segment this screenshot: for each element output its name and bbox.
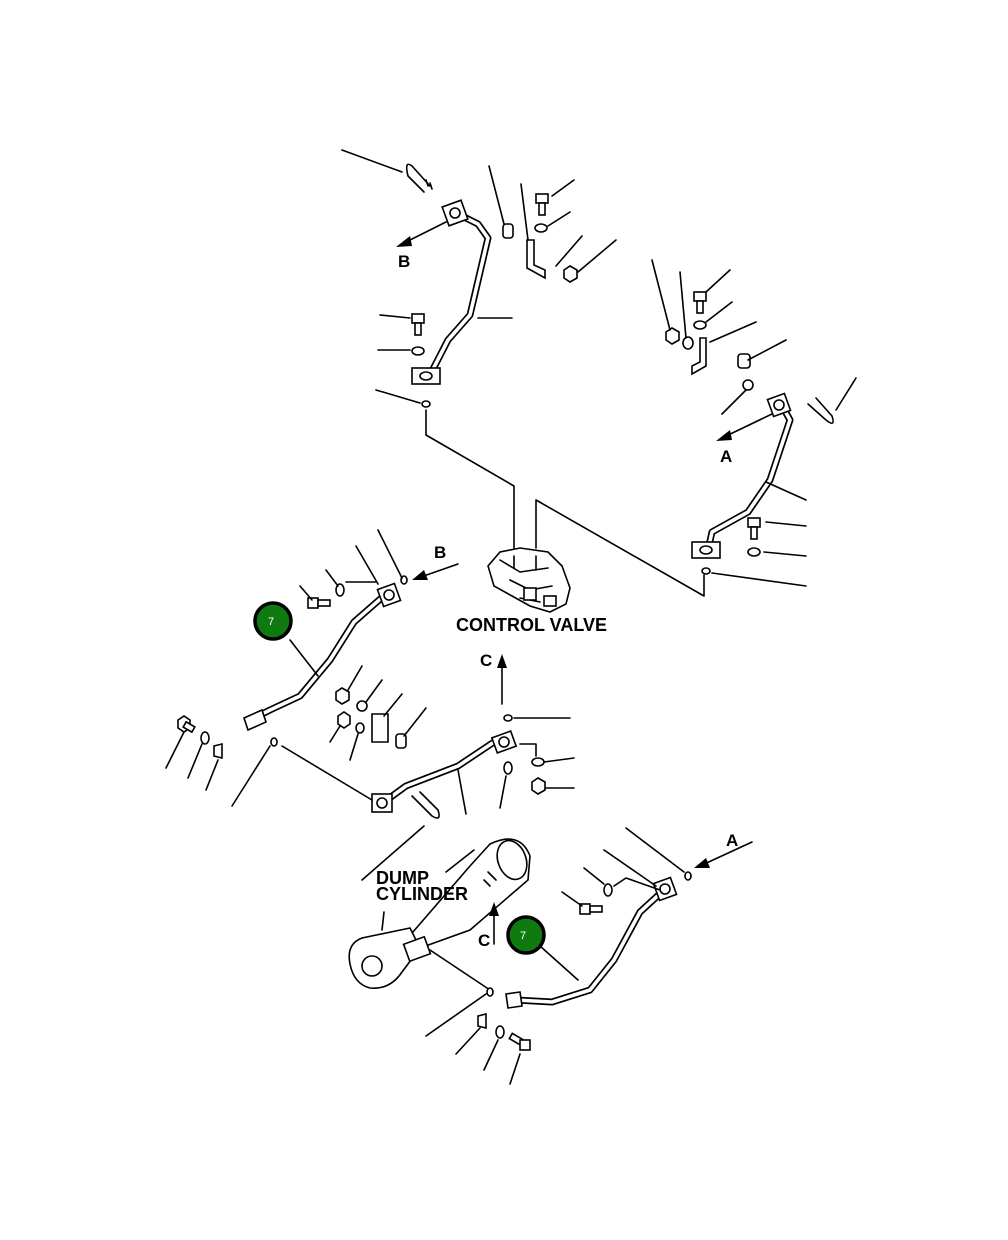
view-letter-b-mid: B (434, 543, 446, 562)
control-valve-body (487, 547, 571, 613)
view-letter-c-bottom: C (478, 931, 490, 950)
dump-cylinder-label-line2: CYLINDER (376, 884, 468, 904)
view-letter-b-top: B (398, 252, 410, 271)
tube-assembly-top-left (341, 149, 617, 549)
callout-circle (253, 601, 293, 641)
callout-bubble-7-left[interactable]: 7 (253, 601, 293, 641)
tube-assembly-mid-left (243, 529, 459, 732)
control-valve-label: CONTROL VALVE (456, 615, 607, 635)
view-letter-a-right: A (720, 447, 732, 466)
dump-cylinder (348, 838, 531, 991)
tube-assembly-top-right (535, 259, 857, 597)
dump-cylinder-label-line1: DUMP (376, 868, 429, 888)
tube-assembly-bottom-right (425, 827, 753, 1085)
view-letter-a-bottom: A (726, 831, 738, 850)
parts-cluster-left (165, 715, 278, 807)
view-letter-c-up: C (480, 651, 492, 670)
callout-number: 7 (520, 930, 526, 942)
callout-number: 7 (268, 616, 274, 628)
callout-circle (506, 915, 546, 955)
tube-assembly-center (281, 654, 575, 881)
callout-bubble-7-bottom[interactable]: 7 (506, 915, 546, 955)
